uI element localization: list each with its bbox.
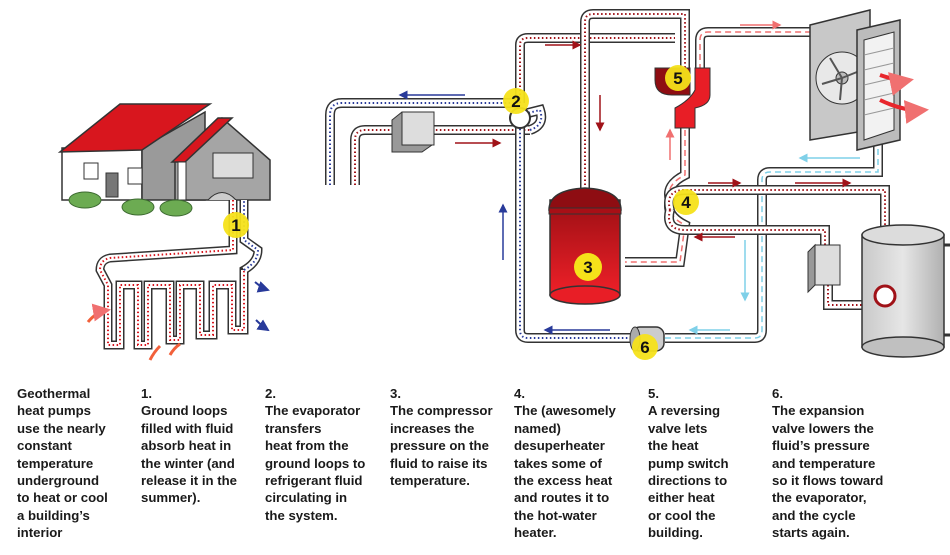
warm-air-arrows xyxy=(879,72,929,124)
badge-5: 5 xyxy=(665,65,691,91)
step-text: A reversing valve lets the heat pump swi… xyxy=(648,403,729,541)
svg-text:2: 2 xyxy=(511,92,520,111)
step-number: 1. xyxy=(141,386,152,401)
svg-text:6: 6 xyxy=(640,338,649,357)
fan-unit xyxy=(809,9,901,151)
badge-6: 6 xyxy=(632,334,658,360)
pump-box xyxy=(807,243,841,294)
badge-2: 2 xyxy=(503,88,529,114)
svg-text:5: 5 xyxy=(673,69,682,88)
step-text: The expansion valve lowers the fluid’s p… xyxy=(772,403,884,541)
refrigerant-pipes xyxy=(325,9,890,343)
evaporator-unit xyxy=(391,111,435,153)
svg-text:3: 3 xyxy=(583,258,592,277)
compressor-tank xyxy=(548,187,622,305)
step-text: Ground loops filled with fluid absorb he… xyxy=(141,403,238,506)
step-number: 3. xyxy=(390,386,401,401)
badge-1: 1 xyxy=(223,212,249,238)
step-text: The evaporator transfers heat from the g… xyxy=(265,403,366,523)
hot-water-heater xyxy=(861,224,950,358)
step-number: 5. xyxy=(648,386,659,401)
badge-3: 3 xyxy=(574,253,602,281)
geothermal-heat-pump-diagram: 1 2 3 4 5 6 xyxy=(57,9,950,361)
intro-text: Geothermal heat pumps use the nearly con… xyxy=(17,386,108,541)
flow-arrows xyxy=(398,20,860,335)
heat-release-arrows xyxy=(254,281,270,332)
svg-text:1: 1 xyxy=(231,216,240,235)
step-captions: Geothermal heat pumps use the nearly con… xyxy=(0,385,950,555)
caption-step-2: 2. The evaporator transfers heat from th… xyxy=(265,385,385,524)
step-text: The compressor increases the pressure on… xyxy=(390,403,493,489)
caption-step-3: 3. The compressor increases the pressure… xyxy=(390,385,510,489)
heat-absorption-arrows xyxy=(86,303,181,361)
ground-loop-pipe xyxy=(95,200,263,350)
caption-step-4: 4. The (awesomely named) desuperheater t… xyxy=(514,385,634,542)
step-number: 4. xyxy=(514,386,525,401)
caption-step-6: 6. The expansion valve lowers the fluid’… xyxy=(772,385,902,542)
badge-4: 4 xyxy=(673,189,699,215)
caption-step-5: 5. A reversing valve lets the heat pump … xyxy=(648,385,758,542)
svg-text:4: 4 xyxy=(681,193,691,212)
step-number: 6. xyxy=(772,386,783,401)
step-number: 2. xyxy=(265,386,276,401)
house-illustration xyxy=(57,103,271,217)
step-text: The (awesomely named) desuperheater take… xyxy=(514,403,616,541)
caption-step-1: 1. Ground loops filled with fluid absorb… xyxy=(141,385,261,507)
